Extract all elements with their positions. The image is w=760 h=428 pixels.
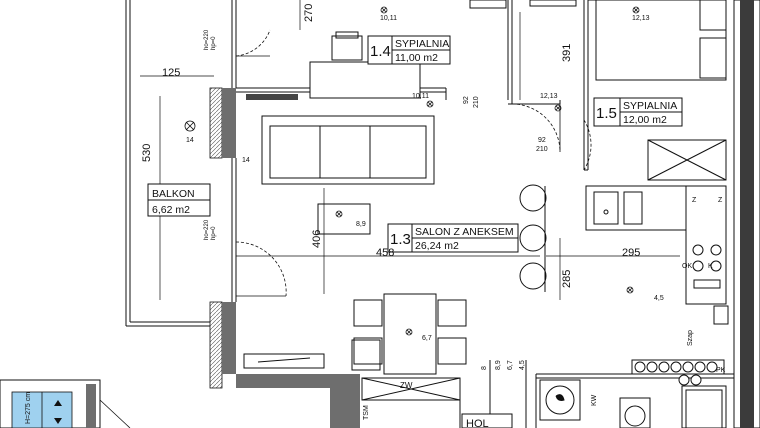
dimension-label: 406 <box>311 230 323 248</box>
fixture-label: ZW <box>400 381 413 390</box>
fixture-label: TSM <box>363 405 370 420</box>
dimension-label: 270 <box>303 4 315 22</box>
window-section <box>0 379 131 428</box>
fixture-label: K <box>708 263 713 270</box>
dimension-label: 391 <box>561 44 573 62</box>
door-swings <box>235 29 592 297</box>
room-name: SYPIALNIA <box>395 38 449 50</box>
room-number: 1.3 <box>390 231 411 248</box>
height-label: H=275 cm <box>25 392 32 424</box>
fixture-label: 4,5 <box>519 360 526 370</box>
coffee-table-icon <box>317 203 371 235</box>
fixture-label: 14 <box>242 157 250 164</box>
fixture-label: KW <box>591 394 598 406</box>
bathroom-fixtures <box>539 379 727 428</box>
balcony-outline <box>125 0 215 327</box>
window-sill: hp=0 <box>211 226 217 240</box>
window-sill: ho=220 <box>204 219 210 240</box>
room-label-balkon: BALKON 6,62 m2 <box>147 183 211 217</box>
door-height: 210 <box>536 146 548 153</box>
room-label-1-5: 1.5 SYPIALNIA 12,00 m2 <box>593 97 683 127</box>
fixture-label: 8 <box>481 366 488 370</box>
bar-stools-icon <box>519 184 547 292</box>
fixture-label: Z <box>718 197 723 204</box>
room-area: 26,24 m2 <box>415 240 459 252</box>
room-label-1-4: 1.4 SYPIALNIA 11,00 m2 <box>367 35 451 65</box>
room-number: 1.5 <box>596 105 617 122</box>
room-name: BALKON <box>152 188 195 200</box>
dimension-label: 530 <box>141 144 153 162</box>
door-height: 210 <box>473 96 480 108</box>
sofa-icon <box>261 115 435 185</box>
kitchen-counter <box>585 139 729 325</box>
desk-icon <box>246 31 421 100</box>
exterior-wall-right <box>733 0 760 428</box>
fixture-label: 12,13 <box>540 93 558 100</box>
door-width: 92 <box>463 96 470 104</box>
fixture-label: Z <box>692 197 697 204</box>
room-label-1-3: 1.3 SALON Z ANEKSEM 26,24 m2 <box>387 223 519 253</box>
fixture-label: 6,7 <box>422 335 432 342</box>
bed-icon <box>469 0 727 81</box>
fixture-label: 14 <box>186 137 194 144</box>
dimension-label: 285 <box>561 270 573 288</box>
fixture-label: 6,7 <box>507 360 514 370</box>
fixture-label: OK <box>682 263 692 270</box>
fixture-label: Szap <box>687 330 694 346</box>
fixture-label: 10,11 <box>380 15 397 22</box>
dimension-labels: 270 125 530 391 406 458 295 285 92 210 9… <box>25 4 640 424</box>
fixture-label: PK <box>716 367 726 374</box>
fixture-label: 8,9 <box>356 221 366 228</box>
room-name: HOL <box>466 418 489 428</box>
fixture-label: 8,9 <box>495 360 502 370</box>
room-area: 12,00 m2 <box>623 114 667 126</box>
utility-row <box>631 359 725 386</box>
window-sill: hp=0 <box>211 36 217 50</box>
fixture-label: 12,13 <box>632 15 650 22</box>
room-name: SYPIALNIA <box>623 100 677 112</box>
fixture-labels: 10,11 10,11 12,13 12,13 14 14 8,9 6,7 4,… <box>186 15 726 420</box>
dining-table-icon <box>353 293 467 375</box>
fixture-label: 4,5 <box>654 295 664 302</box>
fixture-label: 10,11 <box>412 93 429 100</box>
room-name: SALON Z ANEKSEM <box>415 226 514 238</box>
dimension-label: 295 <box>622 247 640 259</box>
dimension-label: 458 <box>376 247 394 259</box>
room-area: 11,00 m2 <box>395 52 438 64</box>
door-width: 92 <box>538 137 546 144</box>
room-number: 1.4 <box>370 43 391 60</box>
light-fixture-icons <box>184 6 640 336</box>
dimension-label: 125 <box>162 67 180 79</box>
window-sill: ho=220 <box>204 29 210 50</box>
balcony-wall <box>209 87 360 428</box>
room-label-hol: HOL <box>461 413 513 428</box>
room-area: 6,62 m2 <box>152 204 190 216</box>
